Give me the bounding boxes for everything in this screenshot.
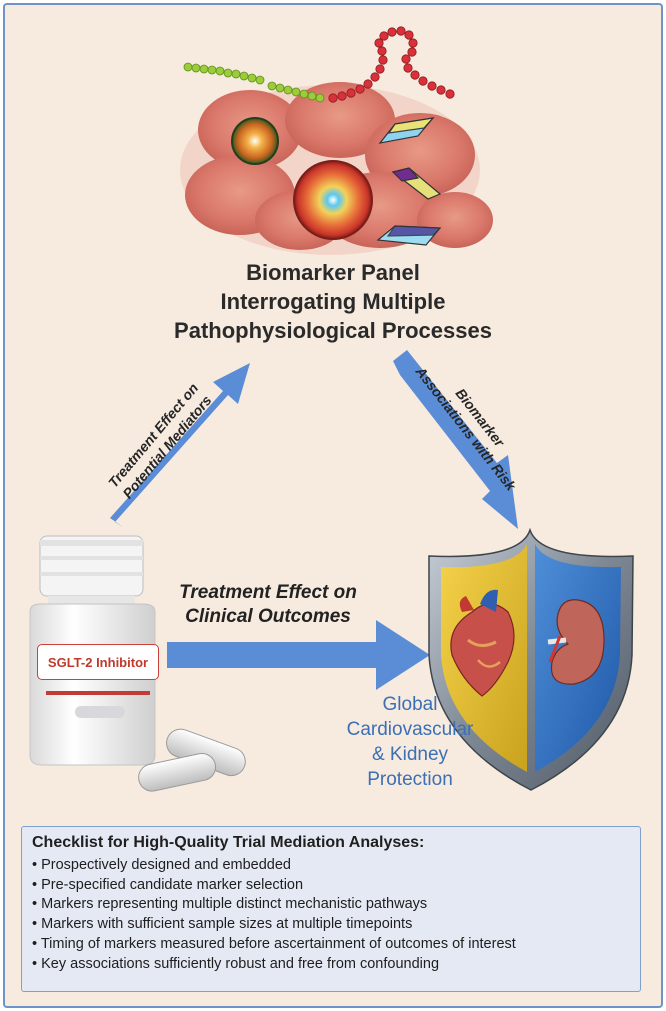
arrow-treatment-to-panel xyxy=(110,363,250,527)
biomarker-panel-title: Biomarker Panel Interrogating Multiple P… xyxy=(0,258,666,345)
protection-line-1: Global xyxy=(382,694,438,715)
checklist-item: Key associations sufficiently robust and… xyxy=(32,955,630,975)
large-cell-icon xyxy=(293,160,373,240)
protection-text: Global Cardiovascular & Kidney Protectio… xyxy=(292,692,528,792)
title-line-1: Biomarker Panel xyxy=(246,260,420,285)
checklist-heading: Checklist for High-Quality Trial Mediati… xyxy=(32,834,425,851)
checklist-box: Checklist for High-Quality Trial Mediati… xyxy=(21,826,641,992)
checklist-list: Prospectively designed and embedded Pre-… xyxy=(32,856,630,974)
checklist-item: Prospectively designed and embedded xyxy=(32,856,630,876)
center-arrow-label-line-1: Treatment Effect on xyxy=(179,582,357,603)
checklist-item: Pre-specified candidate marker selection xyxy=(32,876,630,896)
crystal-icon xyxy=(376,117,442,246)
checklist-item: Timing of markers measured before ascert… xyxy=(32,935,630,955)
heart-icon xyxy=(450,589,515,697)
protection-line-4: Protection xyxy=(367,769,453,790)
arrow-panel-to-outcome xyxy=(393,350,518,529)
arrow-treatment-to-outcome xyxy=(167,620,430,690)
checklist-item: Markers with sufficient sample sizes at … xyxy=(32,915,630,935)
kidney-icon xyxy=(547,599,605,685)
protection-line-2: Cardiovascular xyxy=(346,719,474,740)
protection-line-3: & Kidney xyxy=(371,744,449,765)
pill-icon xyxy=(138,728,246,792)
small-cell-icon xyxy=(231,117,279,165)
title-line-2: Interrogating Multiple xyxy=(220,289,446,314)
title-line-3: Pathophysiological Processes xyxy=(174,318,492,343)
center-arrow-label-line-2: Clinical Outcomes xyxy=(185,606,351,627)
center-arrow-label: Treatment Effect on Clinical Outcomes xyxy=(168,581,368,629)
checklist-item: Markers representing multiple distinct m… xyxy=(32,895,630,915)
protein-loop-icon xyxy=(328,26,455,103)
protein-chain-icon xyxy=(183,62,325,103)
drug-label: SGLT-2 Inhibitor xyxy=(37,644,159,680)
